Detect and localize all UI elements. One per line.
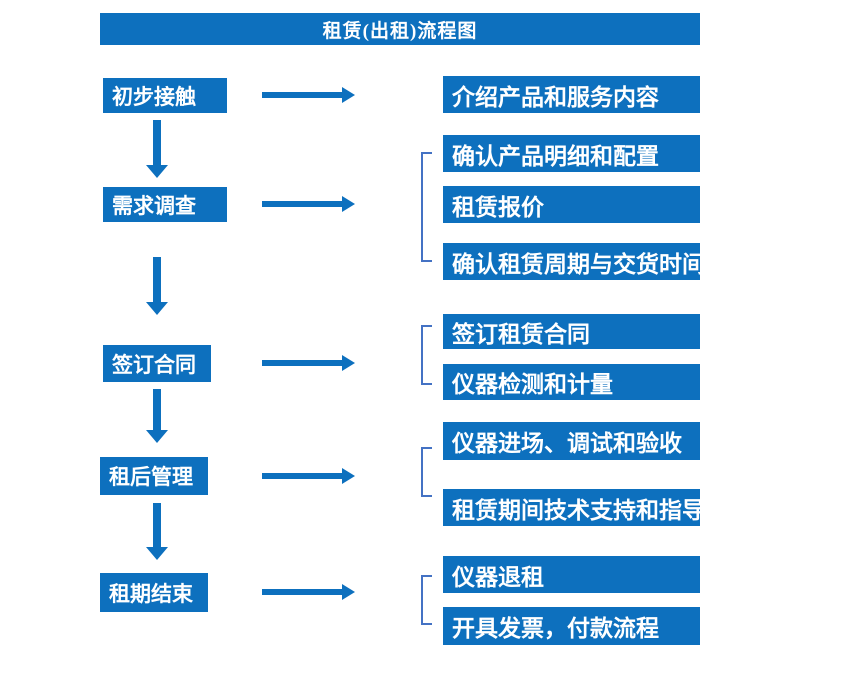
arrow-head	[146, 430, 168, 443]
arrow-head	[342, 355, 355, 371]
output-box: 签订租赁合同	[443, 314, 700, 349]
arrow-head	[342, 87, 355, 103]
output-box: 仪器检测和计量	[443, 364, 700, 400]
stage-box-sign-contract: 签订合同	[103, 345, 211, 382]
output-box: 确认租赁周期与交货时间	[443, 243, 705, 280]
arrow-head	[146, 165, 168, 178]
right-arrow-icon	[262, 355, 355, 371]
bracket	[421, 447, 432, 497]
arrow-head	[146, 302, 168, 315]
stage-box-initial-contact: 初步接触	[103, 78, 227, 113]
bracket	[421, 325, 432, 385]
stage-box-rental-end: 租期结束	[100, 573, 208, 612]
down-arrow-icon	[146, 257, 168, 315]
output-box: 确认产品明细和配置	[443, 135, 700, 172]
arrow-stem	[153, 120, 161, 166]
flowchart-title: 租赁(出租)流程图	[100, 13, 700, 45]
right-arrow-icon	[262, 87, 355, 103]
output-box: 租赁报价	[443, 186, 700, 223]
right-arrow-icon	[262, 468, 355, 484]
arrow-stem	[262, 201, 343, 207]
output-box: 仪器进场、调试和验收	[443, 422, 700, 460]
arrow-stem	[153, 257, 161, 303]
arrow-head	[342, 468, 355, 484]
stage-box-demand-survey: 需求调查	[103, 187, 227, 222]
arrow-stem	[262, 589, 343, 595]
arrow-stem	[153, 503, 161, 548]
arrow-stem	[262, 92, 343, 98]
bracket	[421, 152, 432, 262]
output-box: 开具发票，付款流程	[443, 607, 700, 645]
arrow-stem	[262, 360, 343, 366]
stage-box-post-rental-mgmt: 租后管理	[100, 457, 208, 495]
output-box: 仪器退租	[443, 556, 700, 593]
bracket	[421, 575, 432, 625]
output-box: 租赁期间技术支持和指导	[443, 489, 705, 526]
arrow-stem	[262, 473, 343, 479]
output-box: 介绍产品和服务内容	[443, 76, 700, 113]
arrow-stem	[153, 389, 161, 431]
arrow-head	[342, 196, 355, 212]
arrow-head	[146, 547, 168, 560]
down-arrow-icon	[146, 389, 168, 443]
down-arrow-icon	[146, 120, 168, 178]
right-arrow-icon	[262, 584, 355, 600]
right-arrow-icon	[262, 196, 355, 212]
down-arrow-icon	[146, 503, 168, 560]
arrow-head	[342, 584, 355, 600]
